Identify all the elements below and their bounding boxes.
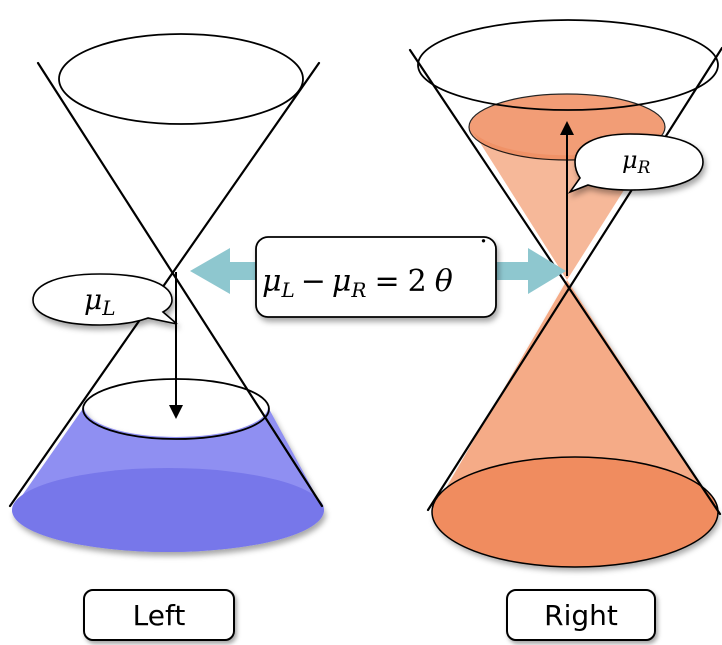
mu-left-bubble: μL — [32, 273, 178, 326]
mu-right-symbol: μ — [622, 146, 638, 174]
mu-left-subscript: L — [101, 296, 115, 320]
left-top-ellipse — [58, 33, 304, 125]
equation-mu-l: μ — [262, 264, 282, 299]
right-bottom-ellipse — [431, 456, 719, 568]
equation-box — [255, 236, 497, 318]
equation-coefficient: 2 — [408, 264, 427, 299]
svg-text:μL: μL — [84, 283, 115, 320]
equation-sub-l: L — [281, 278, 295, 302]
left-cone — [8, 33, 324, 552]
right-cone-line-b — [426, 46, 722, 512]
mu-right-bubble: μR — [567, 133, 704, 194]
right-cone-line-a — [408, 48, 722, 516]
left-bottom-ellipse — [12, 468, 324, 552]
left-cone-line-a — [36, 61, 324, 508]
equation-mu-r: μ — [332, 264, 352, 299]
mu-right-subscript: R — [637, 158, 651, 178]
right-cone — [408, 19, 722, 568]
left-cone-line-b — [8, 61, 321, 508]
equation-sub-r: R — [350, 278, 366, 302]
right-label: Right — [506, 589, 656, 641]
equation-equals: = — [374, 264, 399, 299]
left-label: Left — [83, 589, 235, 641]
svg-text:μR: μR — [622, 146, 651, 178]
equation-minus: − — [301, 264, 326, 299]
equation-theta: θ — [435, 264, 453, 299]
svg-text:μL−μR=2θ: μL−μR=2θ — [262, 264, 453, 302]
equation-theta-dot: ˙ — [476, 235, 491, 270]
mu-left-symbol: μ — [84, 283, 102, 316]
right-top-ellipse — [417, 19, 719, 111]
